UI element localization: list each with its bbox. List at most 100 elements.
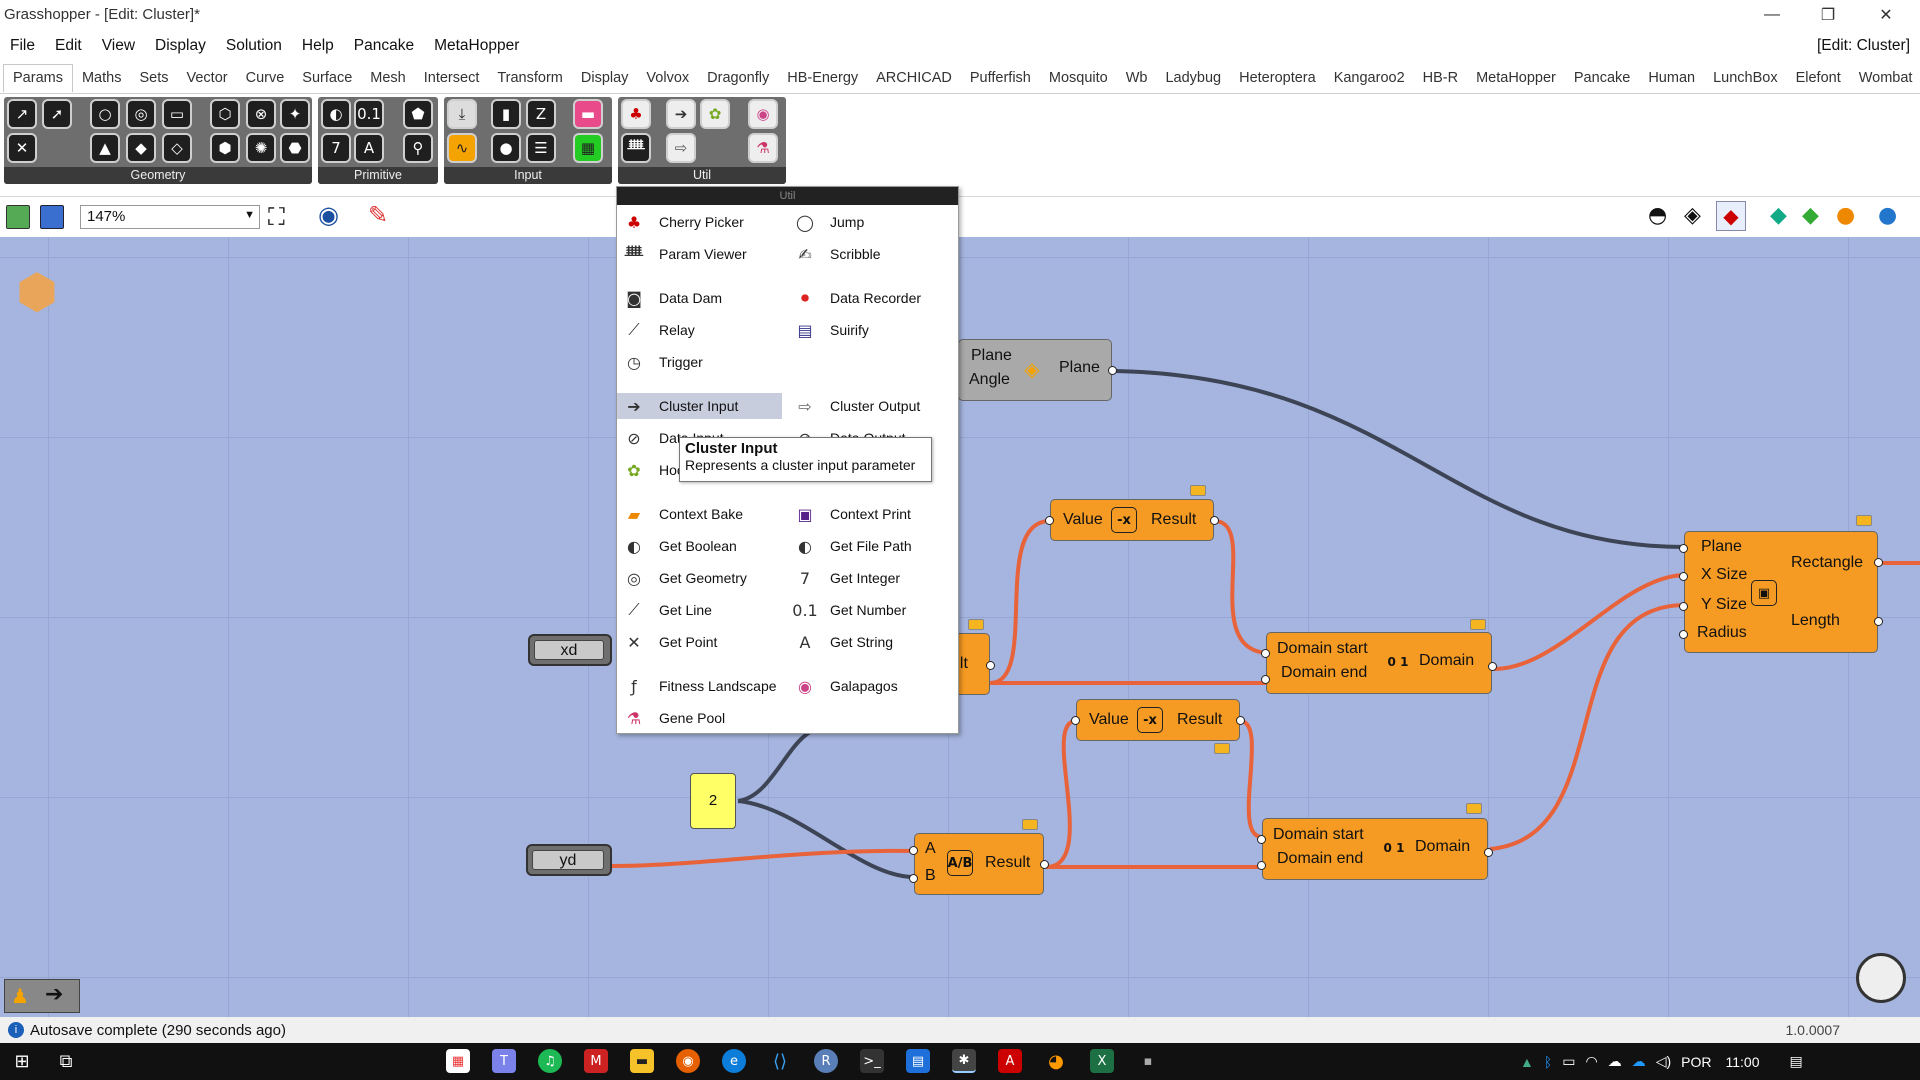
grasshopper-icon[interactable]: ✱ [952,1049,976,1073]
matrix-icon[interactable]: ▦ [573,133,603,163]
text-param-icon[interactable]: A [354,133,384,163]
input-port[interactable] [1045,516,1054,525]
volume-icon[interactable]: ◁) [1655,1053,1672,1069]
tab-wb[interactable]: Wb [1125,70,1148,86]
menu-help[interactable]: Help [301,37,334,54]
mesh-param-icon[interactable]: ◇ [162,133,192,163]
firefox-icon[interactable]: ◉ [676,1049,700,1073]
gradient-icon[interactable]: ▬ [573,99,603,129]
bluetooth-icon[interactable]: ᛒ [1543,1053,1553,1070]
menu-item-context-bake[interactable]: ▰Context Bake [617,501,782,527]
minimize-button[interactable]: — [1764,5,1780,23]
point-param-icon[interactable]: ✕ [7,133,37,163]
material-preview-icon[interactable]: ● [1836,203,1856,228]
sketch-pen-icon[interactable]: ✎ [368,201,389,229]
menu-metahopper[interactable]: MetaHopper [434,37,520,54]
menu-item-cluster-output[interactable]: ⇨Cluster Output [788,393,953,419]
menu-item-suirify[interactable]: ▤Suirify [788,317,953,343]
menu-pancake[interactable]: Pancake [353,37,415,54]
clock[interactable]: 11:00 [1725,1053,1760,1070]
cluster-input-xd[interactable]: xd [528,634,612,666]
tab-wombat[interactable]: Wombat [1858,70,1913,86]
menu-item-jump[interactable]: ◯Jump [788,209,953,235]
input-port[interactable] [1071,716,1080,725]
cloud-icon[interactable]: ☁ [1607,1053,1622,1069]
menu-item-get-point[interactable]: ✕Get Point [617,629,782,655]
canvas[interactable]: ⬢ Plane Angle ◈ Plane Value -x Result Do… [0,237,1920,1017]
data-param-icon[interactable]: ⚲ [403,133,433,163]
output-port[interactable] [1108,366,1117,375]
maximize-button[interactable]: ❐ [1820,6,1836,24]
tab-intersect[interactable]: Intersect [423,70,480,86]
menu-solution[interactable]: Solution [225,37,282,54]
input-port[interactable] [1257,835,1266,844]
input-port[interactable] [1261,649,1270,658]
tab-archicad[interactable]: ARCHICAD [876,70,952,86]
input-port[interactable] [909,874,918,883]
vector-param-icon[interactable]: ↗ [7,99,37,129]
menu-display[interactable]: Display [155,37,206,54]
input-port[interactable] [1679,630,1688,639]
task-view-icon[interactable]: ⧉ [59,1050,73,1072]
input-port[interactable] [909,846,918,855]
preview-eye-icon[interactable]: ◉ [318,201,339,229]
output-port[interactable] [1874,558,1883,567]
wireframe-preview-icon[interactable]: ◈ [1684,203,1701,228]
excel-icon[interactable]: X [1090,1049,1114,1073]
digit-scroller-icon[interactable]: Z [526,99,556,129]
menu-file[interactable]: File [10,37,35,54]
tab-kangaroo2[interactable]: Kangaroo2 [1333,70,1405,86]
integer-param-icon[interactable]: 7 [321,133,351,163]
cherry-icon[interactable]: ♣ [621,99,651,129]
output-port[interactable] [1040,860,1049,869]
output-port[interactable] [986,661,995,670]
input-port[interactable] [1261,675,1270,684]
menu-item-get-file-path[interactable]: ◐Get File Path [788,533,953,559]
tab-hb-r[interactable]: HB-R [1422,70,1459,86]
tab-lunchbox[interactable]: LunchBox [1713,70,1778,86]
tab-heteroptera[interactable]: Heteroptera [1239,70,1316,86]
number-param-icon[interactable]: 0.1 [354,99,384,129]
vector-param-icon[interactable]: ➚ [42,99,72,129]
onedrive-icon[interactable]: ☁ [1631,1053,1646,1069]
menu-item-galapagos[interactable]: ◉Galapagos [788,673,953,699]
menu-item-get-geometry[interactable]: ◎Get Geometry [617,565,782,591]
tab-mesh[interactable]: Mesh [370,70,406,86]
input-port[interactable] [1257,861,1266,870]
button-icon[interactable]: ● [491,133,521,163]
zoom-select[interactable]: 147% ▼ [80,205,260,229]
construct-domain-component-top[interactable]: Domain start Domain end 0 1 Domain [1261,632,1497,694]
autocad-icon[interactable]: A [998,1049,1022,1073]
menu-item-get-line[interactable]: ⟋Get Line [617,597,782,623]
construct-domain-component-bottom[interactable]: Domain start Domain end 0 1 Domain [1257,818,1493,880]
group-param-icon[interactable]: ⬣ [280,133,310,163]
close-button[interactable]: ✕ [1879,6,1893,24]
tab-display[interactable]: Display [580,70,629,86]
box-param-icon[interactable]: ⬡ [210,99,240,129]
preview-mode-icon[interactable]: ◓ [1648,203,1668,228]
tab-metahopper[interactable]: MetaHopper [1476,70,1556,86]
tab-maths[interactable]: Maths [81,70,122,86]
menu-item-relay[interactable]: ⟋Relay [617,317,782,343]
output-port[interactable] [1484,848,1493,857]
galapagos-icon[interactable]: ◉ [748,99,778,129]
surface-param-icon[interactable]: ▭ [162,99,192,129]
boolean-param-icon[interactable]: ◐ [321,99,351,129]
line-param-icon[interactable]: ▲ [90,133,120,163]
rotate-plane-component[interactable]: Plane Angle ◈ Plane [958,339,1117,401]
drive-icon[interactable]: ▲ [1520,1053,1534,1070]
menu-item-context-print[interactable]: ▣Context Print [788,501,953,527]
tab-surface[interactable]: Surface [302,70,353,86]
rhino-icon[interactable]: R [814,1049,838,1073]
notifications-icon[interactable]: ▤ [1789,1053,1803,1069]
menu-item-get-boolean[interactable]: ◐Get Boolean [617,533,782,559]
output-port[interactable] [1488,662,1497,671]
tab-pancake[interactable]: Pancake [1573,70,1631,86]
notepad-icon[interactable]: ▤ [906,1049,930,1073]
negative-component-bottom[interactable]: Value -x Result [1071,699,1245,741]
tab-sets[interactable]: Sets [139,70,169,86]
misc-app-icon[interactable]: ▪ [1143,1053,1153,1069]
tab-volvox[interactable]: Volvox [646,70,690,86]
tab-pufferfish[interactable]: Pufferfish [969,70,1031,86]
wifi-icon[interactable]: ◠ [1585,1053,1598,1069]
